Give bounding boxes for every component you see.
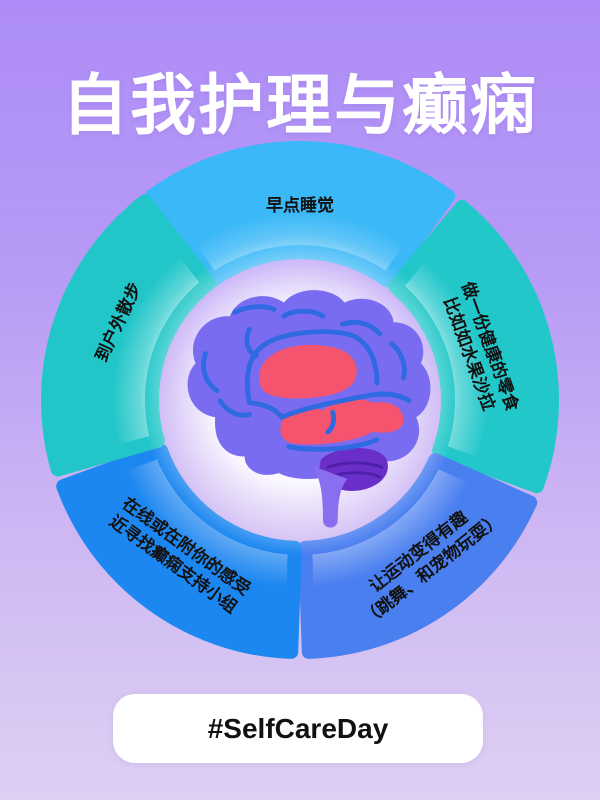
segment-label-sleep: 早点睡觉 — [266, 195, 334, 216]
brain-icon — [187, 290, 431, 528]
hashtag-badge: #SelfCareDay — [113, 694, 483, 763]
segment-label-line: 早点睡觉 — [266, 195, 334, 216]
page-title: 自我护理与癫痫 — [62, 67, 538, 144]
